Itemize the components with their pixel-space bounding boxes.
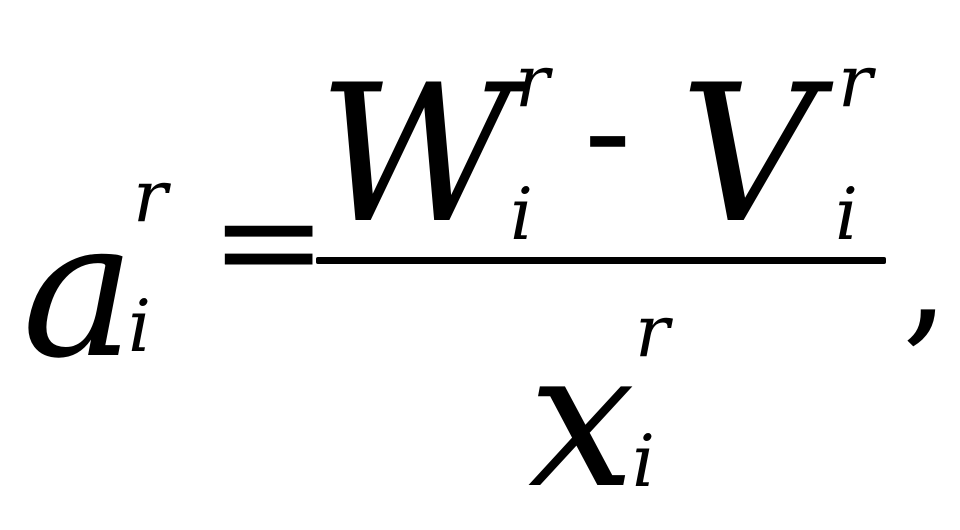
numerator-minus: - xyxy=(584,50,632,213)
trailing-comma: , xyxy=(902,188,950,362)
numerator-term1-subscript: i xyxy=(510,172,534,256)
denominator-base: x xyxy=(528,309,636,530)
denominator-subscript: i xyxy=(632,419,656,503)
lhs-subscript: i xyxy=(128,284,152,368)
denominator-superscript: r xyxy=(635,289,670,373)
numerator-term2-superscript: r xyxy=(838,39,873,123)
lhs-base: a xyxy=(22,179,136,400)
numerator-term1-superscript: r xyxy=(515,39,550,123)
numerator-term2-subscript: i xyxy=(835,172,859,256)
lhs-superscript: r xyxy=(133,154,168,238)
equals-sign: = xyxy=(210,160,328,323)
numerator-term2-base: V xyxy=(680,44,818,265)
numerator-term1-base: W xyxy=(318,44,514,265)
fraction-bar xyxy=(316,257,886,264)
